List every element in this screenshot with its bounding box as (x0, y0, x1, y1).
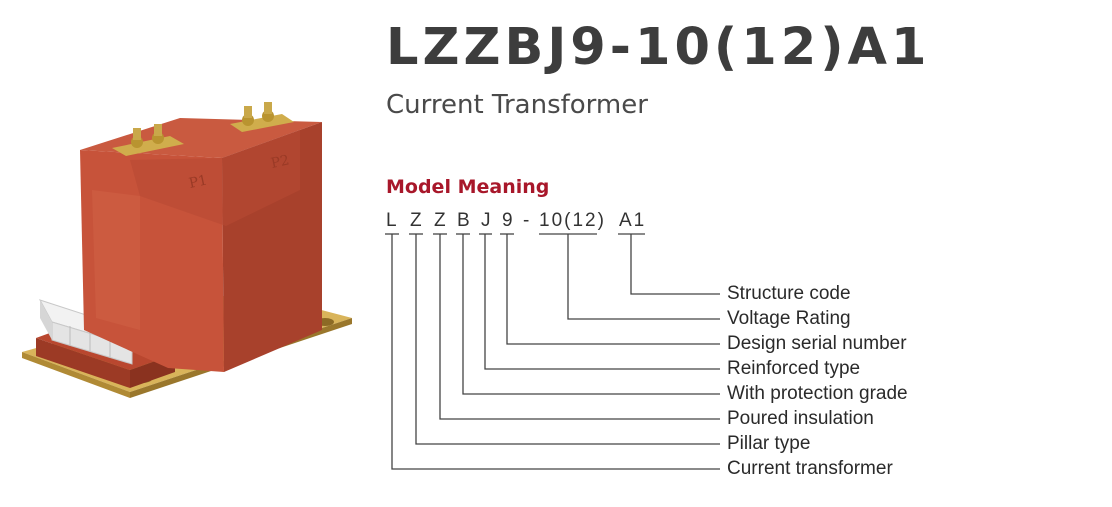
meaning-current: Current transformer (727, 458, 893, 479)
secondary-box-front (36, 338, 130, 388)
code-segment-z2: Z (434, 210, 446, 231)
code-segment-b: B (457, 210, 470, 231)
meaning-protection: With protection grade (727, 383, 908, 404)
code-segment-l: L (386, 210, 397, 231)
meaning-reinforced: Reinforced type (727, 358, 861, 379)
leader-reinforced (484, 234, 720, 370)
meaning-design-serial: Design serial number (727, 333, 907, 354)
leader-design-serial (506, 234, 720, 345)
leader-structure-code (630, 234, 720, 295)
transformer-illustration: P1 P2 (22, 102, 352, 398)
model-heading: LZZBJ9-10(12)A1 (386, 18, 931, 77)
leader-voltage-rating (567, 234, 720, 320)
code-segment-j: J (481, 210, 491, 231)
meaning-voltage-rating: Voltage Rating (727, 308, 851, 329)
terminal-label-p1: P1 (188, 172, 209, 191)
leader-pillar (415, 234, 720, 445)
code-segment-9: 9 (502, 210, 513, 231)
code-segment-voltage: 10(12) (539, 210, 606, 231)
base-plate-edge (22, 352, 130, 398)
terminal-label-p2: P2 (270, 152, 291, 171)
leader-current (391, 234, 720, 470)
model-meaning-title: Model Meaning (386, 176, 550, 198)
product-type: Current Transformer (386, 90, 648, 120)
terminal-pad-p2 (230, 114, 294, 132)
leader-insulation (439, 234, 720, 420)
code-segment-structure: A1 (619, 210, 647, 231)
terminal-pad-p1 (112, 136, 184, 156)
meaning-structure-code: Structure code (727, 283, 851, 304)
body-highlight (92, 190, 140, 330)
terminal-cover-side (40, 300, 52, 340)
meaning-insulation: Poured insulation (727, 408, 874, 429)
body-slope (130, 130, 300, 226)
code-segment-z1: Z (410, 210, 422, 231)
meaning-pillar: Pillar type (727, 433, 811, 454)
leader-protection (462, 234, 720, 395)
code-separator: - (523, 210, 530, 231)
